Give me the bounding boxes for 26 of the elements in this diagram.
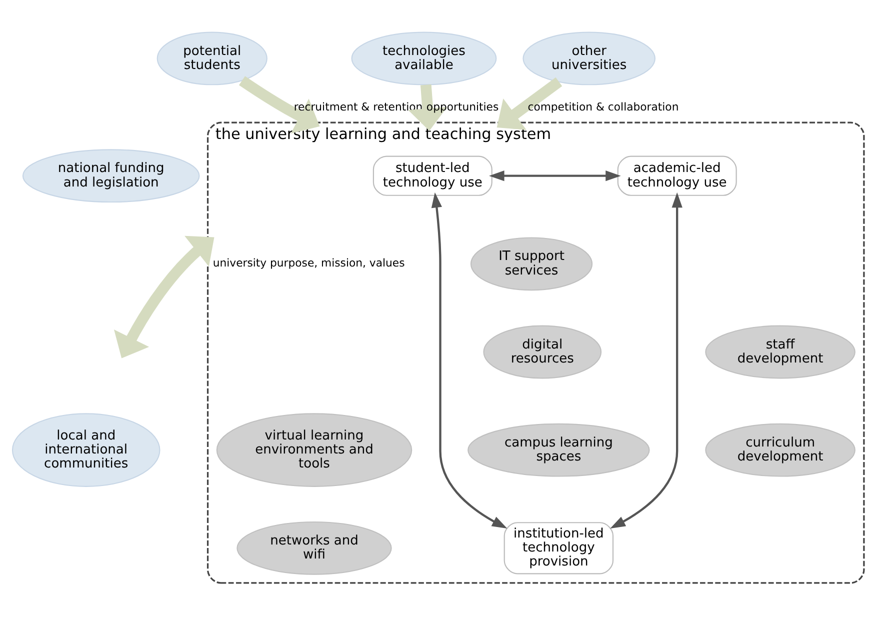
node-ellipse: technologies available [351, 32, 497, 86]
arrow [610, 192, 682, 529]
arrow [431, 192, 508, 529]
node-ellipse: virtual learning environments and tools [216, 413, 412, 487]
edge-label: competition & collaboration [528, 100, 679, 114]
node-box: academic-led technology use [617, 156, 737, 196]
node-ellipse: local and international communities [12, 413, 160, 487]
node-ellipse: other universities [522, 32, 656, 86]
node-box: institution-led technology provision [504, 522, 614, 574]
node-ellipse: curriculum development [705, 423, 856, 477]
node-ellipse: IT support services [470, 237, 593, 291]
node-box: student-led technology use [372, 156, 492, 196]
edge-label: recruitment & retention [294, 100, 423, 114]
node-ellipse: staff development [705, 325, 856, 379]
node-ellipse: campus learning spaces [468, 423, 650, 477]
node-ellipse: potential students [156, 32, 268, 86]
arrow [489, 170, 621, 182]
edge-label: university purpose, mission, values [212, 256, 405, 270]
node-ellipse: networks and wifi [236, 521, 392, 575]
arrow [238, 76, 320, 134]
node-ellipse: digital resources [483, 325, 602, 379]
arrow [496, 77, 562, 130]
node-ellipse: national funding and legislation [22, 149, 200, 203]
edge-label: opportunities [426, 100, 499, 114]
arrow [114, 236, 214, 358]
arrow [408, 84, 448, 131]
